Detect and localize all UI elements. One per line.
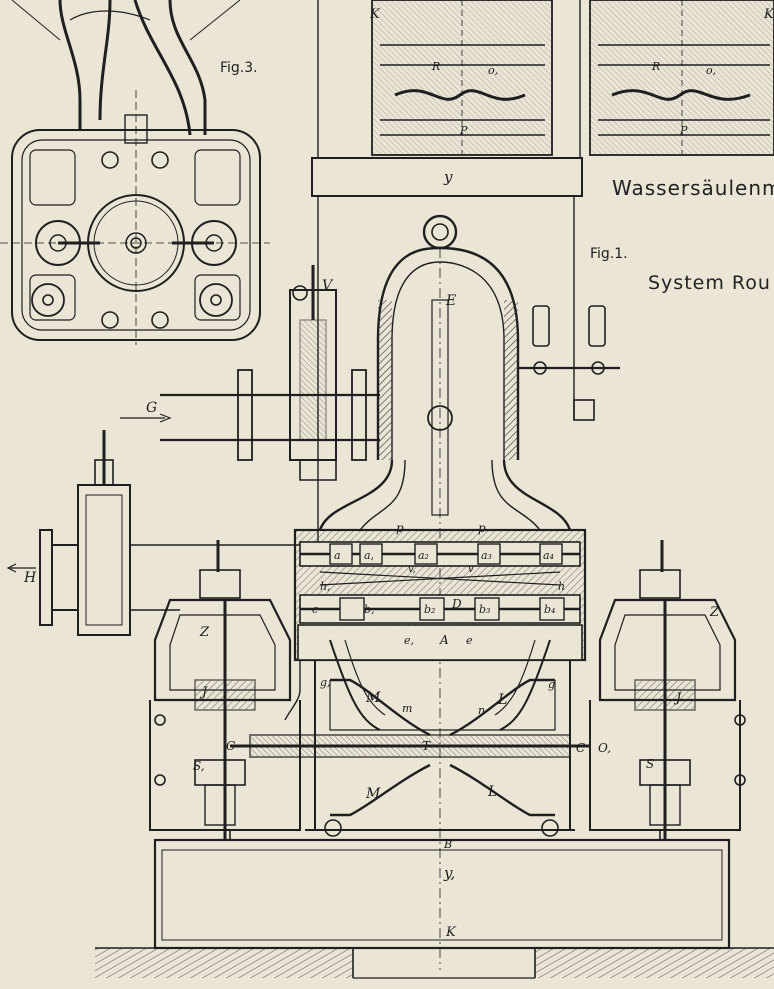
label-S2: S	[646, 757, 654, 771]
label-p-right: p	[478, 521, 486, 535]
inlet-pipe	[120, 265, 380, 481]
label-T: T	[422, 739, 431, 753]
label-o2: o,	[706, 64, 716, 77]
label-M-top: M	[365, 690, 381, 706]
label-y: y	[443, 168, 453, 186]
label-p-left: p	[396, 521, 404, 535]
fig1-label: Fig.1.	[590, 246, 628, 262]
label-g2: g	[548, 678, 555, 691]
label-K-top-right: K	[763, 7, 774, 22]
label-S1: S,	[193, 759, 205, 773]
label-a1: a,	[364, 549, 374, 562]
label-E: E	[445, 293, 456, 309]
label-G: G	[146, 400, 157, 416]
right-valve-housing	[589, 540, 746, 840]
label-b1: b,	[364, 603, 375, 616]
main-title: Wassersäulenma	[612, 176, 774, 200]
label-v2: v	[468, 564, 474, 575]
label-A: A	[439, 633, 449, 647]
label-Z-left: Z	[199, 625, 210, 640]
air-chamber	[318, 214, 572, 970]
part-labels: K K R o, R o, P P y V E G H p p a a, a₂ …	[23, 7, 774, 940]
label-a3: a₃	[481, 549, 492, 562]
label-B: B	[443, 838, 452, 851]
valve-block	[293, 528, 587, 731]
label-M-bottom: M	[365, 786, 381, 802]
label-b2: b₂	[424, 603, 435, 616]
label-K-bottom: K	[445, 925, 457, 940]
label-P-top2: P	[679, 124, 688, 137]
fig3-label: Fig.3.	[220, 60, 258, 76]
fig3-plan-view	[0, 0, 270, 345]
label-h2: h	[558, 580, 565, 593]
label-y1: y,	[443, 864, 455, 882]
lower-cylinders	[230, 660, 590, 837]
label-Z-right: Z	[709, 605, 720, 620]
label-c: c	[312, 603, 318, 616]
label-b4: b₄	[544, 603, 555, 616]
label-P-top1: P	[459, 124, 468, 137]
label-a: a	[334, 549, 341, 562]
label-n: n	[478, 704, 485, 717]
label-V: V	[322, 278, 334, 294]
label-e1: e,	[404, 634, 414, 647]
label-v1: v,	[408, 564, 416, 575]
foundation	[95, 830, 774, 979]
pressure-gauges	[518, 305, 620, 421]
outlet-pipe	[6, 430, 300, 636]
plate-y	[311, 157, 583, 197]
label-e2: e	[466, 634, 473, 647]
label-J-left: J	[199, 685, 208, 700]
label-H: H	[23, 570, 37, 586]
label-a2: a₂	[418, 549, 429, 562]
label-b3: b₃	[479, 603, 490, 616]
label-J-right: J	[673, 691, 682, 706]
label-h1: h,	[320, 580, 331, 593]
left-valve-housing	[149, 540, 301, 840]
label-K-top-left: K	[369, 7, 381, 22]
label-g1: g,	[320, 676, 331, 689]
label-D: D	[451, 597, 462, 611]
label-m: m	[402, 702, 412, 715]
label-L-top: L	[497, 692, 507, 708]
label-o1: o,	[488, 64, 498, 77]
system-title: System Rou	[648, 272, 771, 294]
label-a4: a₄	[543, 549, 554, 562]
top-valve-sections	[317, 0, 774, 158]
label-R2: R	[651, 60, 660, 73]
label-O-right: O,	[598, 741, 611, 755]
label-C-right: C	[576, 741, 585, 755]
figure-labels: Fig.3. Fig.1.	[220, 60, 628, 262]
label-R1: R	[431, 60, 440, 73]
label-C-left: C	[226, 739, 235, 753]
label-L-bottom: L	[487, 784, 497, 800]
